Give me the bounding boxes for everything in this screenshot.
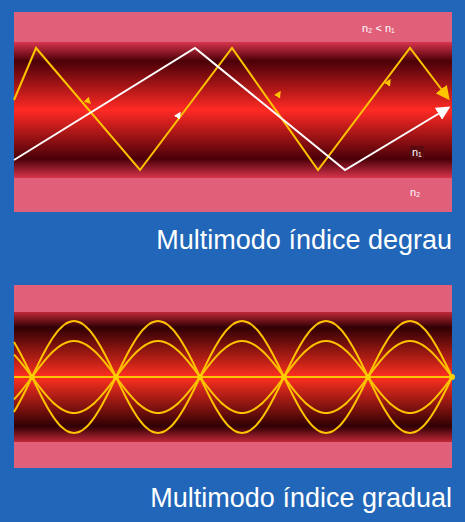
focus-point <box>281 374 287 380</box>
core <box>14 42 452 178</box>
ray <box>14 376 452 378</box>
arrowhead <box>380 80 390 96</box>
focus-point <box>29 374 35 380</box>
focus-point <box>449 374 455 380</box>
graded-index-fiber <box>14 285 452 468</box>
cladding <box>14 12 452 212</box>
core <box>14 312 452 442</box>
arrowhead <box>170 113 180 128</box>
light-rays <box>14 48 455 433</box>
focus-point <box>197 374 203 380</box>
ray <box>14 48 448 170</box>
index-relation: n₂ < n₁ <box>362 22 395 34</box>
arrowhead <box>270 92 280 108</box>
focus-point <box>365 374 371 380</box>
ray <box>14 341 452 413</box>
ray <box>14 321 452 433</box>
step-index-fiber <box>14 12 452 212</box>
index-label: n₁ <box>410 146 424 158</box>
arrowhead <box>80 93 90 103</box>
ray <box>14 341 452 413</box>
ray <box>14 48 448 170</box>
focus-point <box>113 374 119 380</box>
cladding <box>14 285 452 468</box>
ray <box>14 321 452 433</box>
caption: Multimodo índice gradual <box>150 484 452 514</box>
index-label: n₂ <box>410 186 420 198</box>
caption: Multimodo índice degrau <box>156 226 452 256</box>
